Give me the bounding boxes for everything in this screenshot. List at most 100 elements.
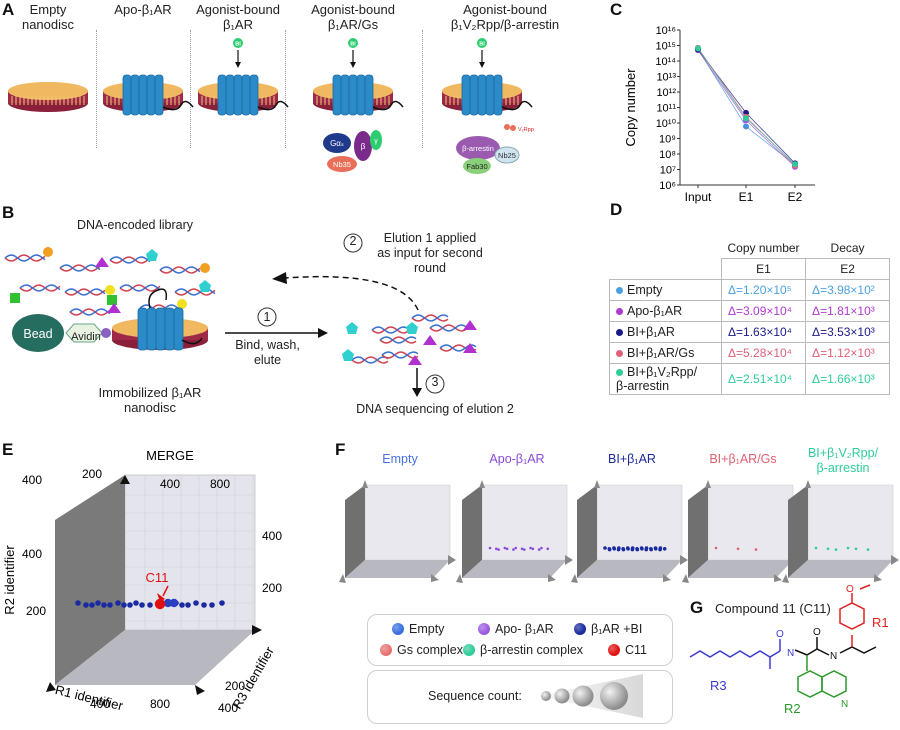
data-point xyxy=(754,548,758,551)
dna-strand xyxy=(64,288,106,296)
molecule-triangle xyxy=(95,257,109,267)
nb25-label: Nb25 xyxy=(498,151,516,160)
panel-a-title: Agonist-bound β₁AR xyxy=(196,2,280,32)
avidin-label: Avidin xyxy=(71,331,101,343)
legend-item: C11 xyxy=(608,643,647,657)
tick-label: 200 xyxy=(82,467,102,481)
e1-value: Δ=5.28×10⁴ xyxy=(720,342,807,364)
legend-box xyxy=(367,614,673,666)
molecule-square xyxy=(10,293,20,303)
header-decay: Decay xyxy=(830,241,865,255)
tick-label: 400 xyxy=(22,473,42,487)
y-tick-label: 10¹¹ xyxy=(656,103,676,115)
legend-ball-icon xyxy=(392,623,404,635)
bead-icon xyxy=(12,314,64,352)
panel-label-g: G xyxy=(690,598,704,617)
panel-a-title: Agonist-bound β₁AR/Gs xyxy=(311,2,395,32)
molecule-triangle xyxy=(463,343,477,353)
data-point xyxy=(603,546,607,550)
subplot-title: Empty xyxy=(382,452,418,466)
panel-label-d: D xyxy=(610,200,623,219)
axis-arrow-icon xyxy=(120,475,130,484)
step2-circle xyxy=(343,233,363,253)
data-point xyxy=(640,547,644,551)
divider xyxy=(96,30,97,148)
tick-label: 800 xyxy=(210,477,230,491)
data-point xyxy=(133,600,139,606)
bi-ligand-icon xyxy=(477,38,487,48)
data-point xyxy=(846,546,850,550)
sequence-count-label: Sequence count: xyxy=(428,689,522,703)
data-point xyxy=(127,602,133,608)
dna-strand xyxy=(59,264,101,272)
legend-ball-icon xyxy=(380,644,392,656)
tick-label: 200 xyxy=(225,679,245,693)
arrestin-label: β-arrestin xyxy=(462,144,494,153)
dna-strand xyxy=(109,256,151,264)
step3-number: 3 xyxy=(431,375,439,389)
data-point xyxy=(653,547,658,551)
data-point xyxy=(736,547,740,551)
x-tick-label: Input xyxy=(685,190,712,204)
molecule-pentagon xyxy=(146,249,158,261)
step1-text: Bind, wash, elute xyxy=(235,338,300,367)
backbone xyxy=(794,648,830,656)
r2-ring-a xyxy=(797,670,823,698)
dna-strand xyxy=(351,356,389,364)
data-point xyxy=(75,600,81,606)
r2-ring-b xyxy=(821,670,847,698)
bead-label: Bead xyxy=(23,327,53,341)
panel-label-b: B xyxy=(2,203,15,222)
data-point xyxy=(649,547,653,552)
size-ball-large xyxy=(572,685,594,707)
r1-label: R1 xyxy=(872,615,889,630)
data-point xyxy=(139,602,145,608)
step2-text: Elution 1 applied as input for second ro… xyxy=(377,231,483,275)
data-point xyxy=(115,600,121,606)
nitrogen-label: N xyxy=(841,699,848,710)
data-point xyxy=(163,598,173,608)
tick-label: 200 xyxy=(26,604,46,618)
axis-arrow-icon xyxy=(252,625,262,635)
nitrogen-label: N xyxy=(830,651,837,662)
data-point xyxy=(644,546,649,550)
legend-dot-icon xyxy=(616,369,623,377)
dna-strand xyxy=(119,284,161,292)
c11-label: C11 xyxy=(146,570,169,585)
legend-ball-icon xyxy=(574,623,586,635)
tick-label: 400 xyxy=(160,477,180,491)
subplot-title: BI+β₁V₂Rpp/ β-arrestin xyxy=(807,446,879,475)
r3-chain xyxy=(689,650,781,658)
data-point xyxy=(814,546,818,550)
molecule-pentagon xyxy=(342,349,354,361)
legend-item: Apo- β₁AR xyxy=(478,622,554,636)
data-point xyxy=(626,547,630,551)
header-e1: E1 xyxy=(720,258,807,280)
y-tick-label: 10¹⁶ xyxy=(656,25,676,37)
divider xyxy=(422,30,423,148)
e2-value: Δ=3.98×10² xyxy=(805,279,891,301)
g-alpha-label: Gαₛ xyxy=(330,139,344,148)
molecule-circle xyxy=(43,247,53,257)
dna-strand xyxy=(411,314,449,322)
molecule-circle xyxy=(177,299,187,309)
data-point xyxy=(854,547,858,551)
data-point xyxy=(107,602,113,608)
v2rpp-label: V₂Rpp xyxy=(518,127,534,133)
c11-arrow xyxy=(162,585,169,597)
receptor-icon xyxy=(461,74,533,116)
panel-f-cubes xyxy=(339,480,899,583)
molecule-triangle xyxy=(463,320,477,330)
panel-a-title: Agonist-bound β₁V₂Rpp/β-arrestin xyxy=(450,2,560,32)
data-point xyxy=(505,547,509,551)
panel-b-workflow xyxy=(4,233,477,397)
bi-label: BI xyxy=(350,42,356,48)
data-point xyxy=(540,546,543,550)
row-label: Apo-β₁AR xyxy=(609,300,722,322)
left-wall xyxy=(55,475,125,685)
tick-label: 400 xyxy=(90,697,110,711)
data-point xyxy=(147,602,153,608)
data-point xyxy=(201,602,207,608)
